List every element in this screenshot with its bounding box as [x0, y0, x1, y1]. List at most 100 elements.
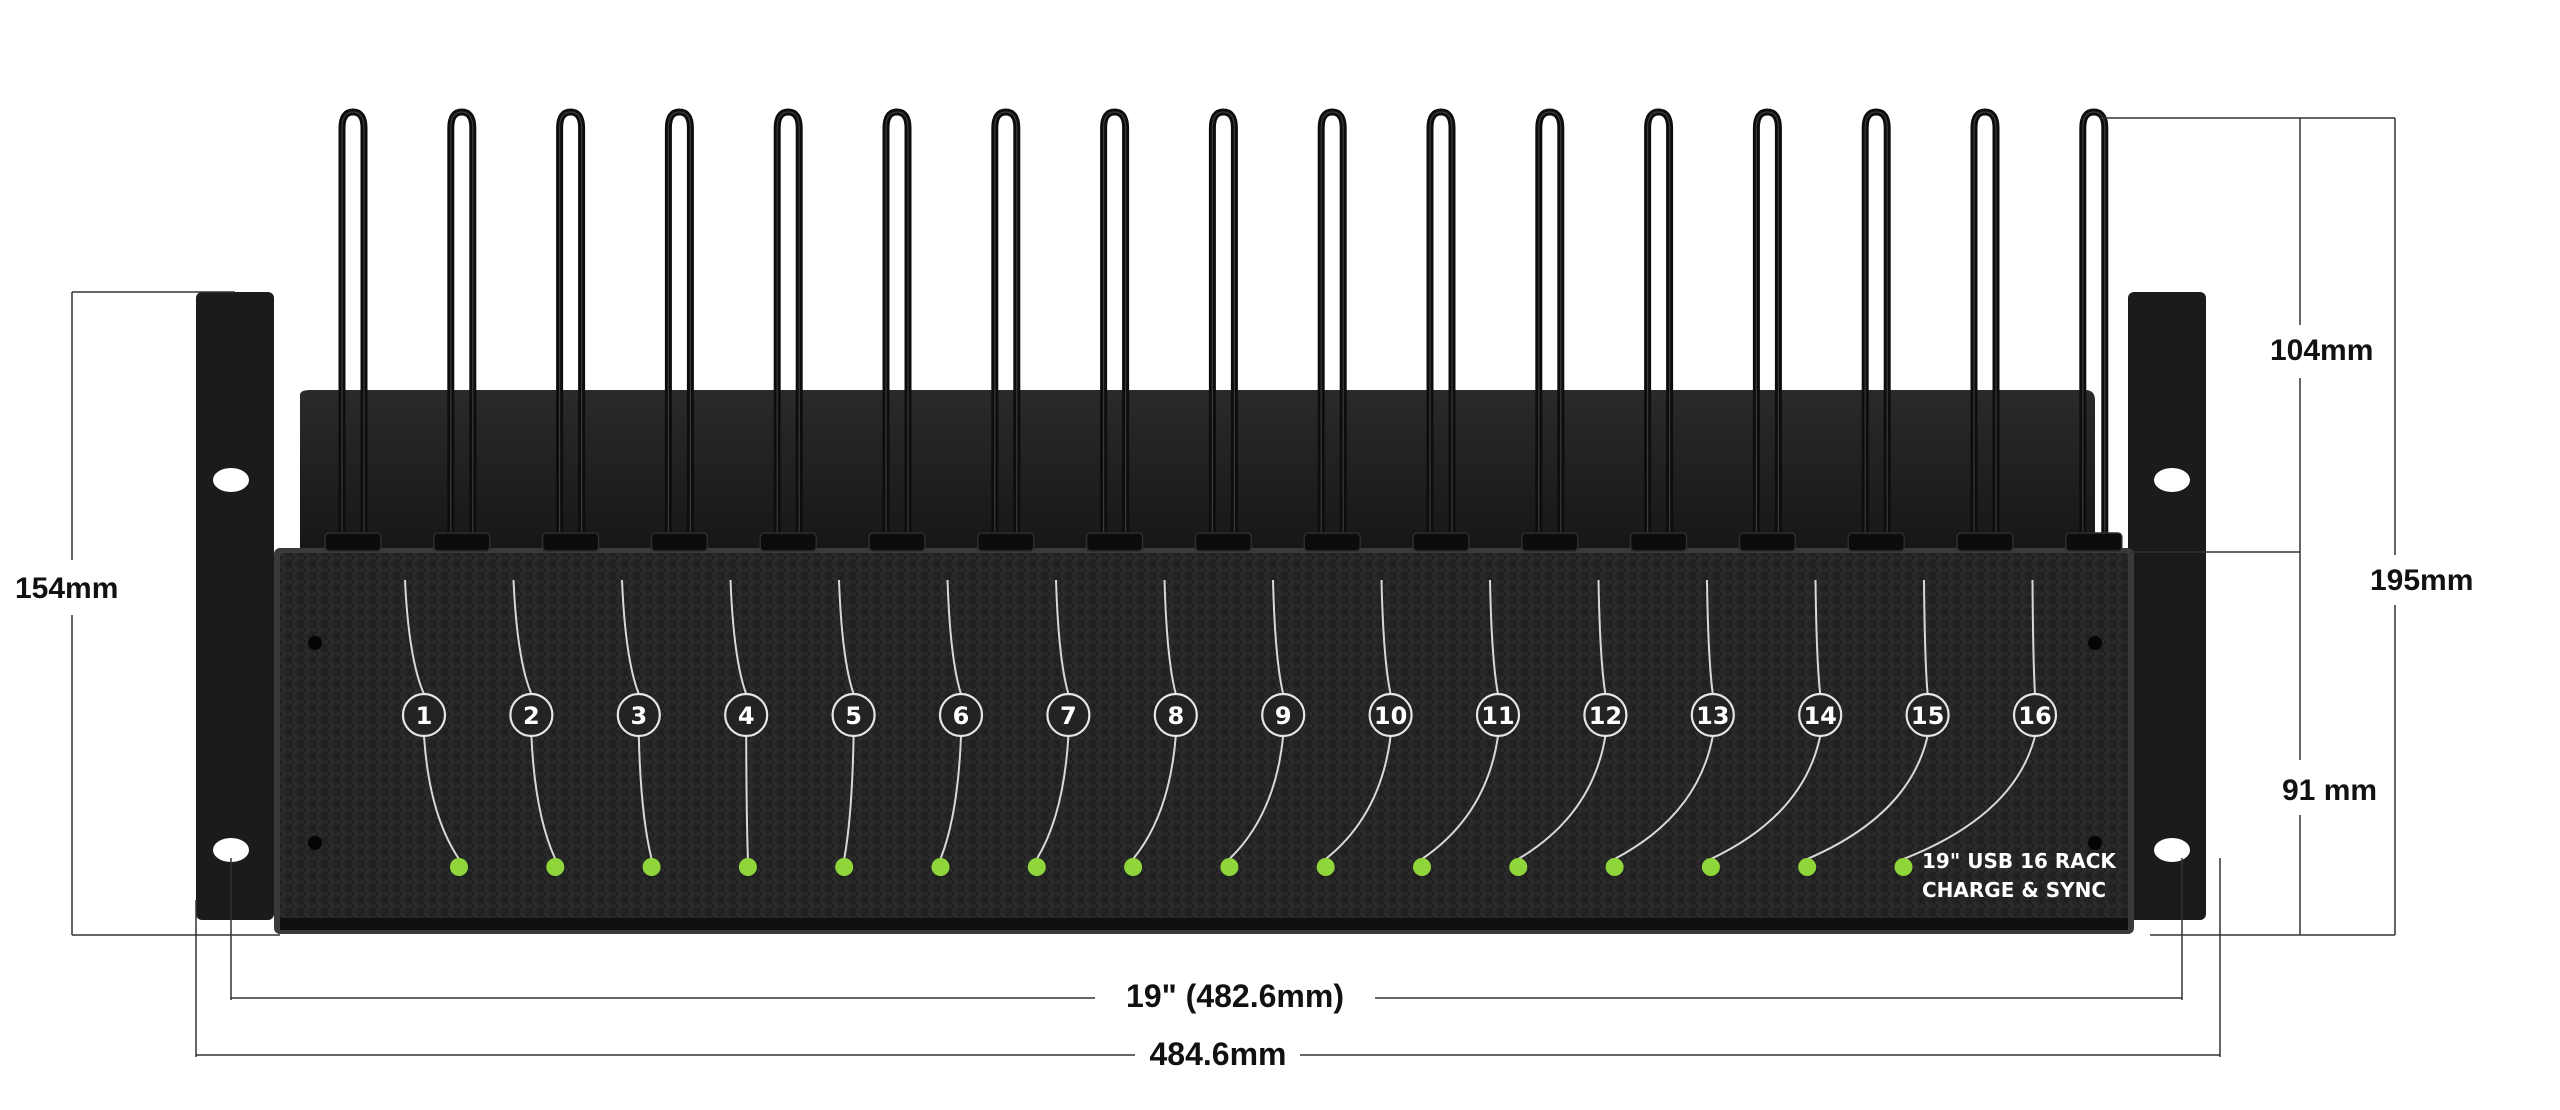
port-guide-line: [745, 735, 749, 860]
port-guide-line: [637, 735, 653, 860]
cable-highlight: [776, 111, 800, 540]
port-number: 13: [1696, 702, 1729, 730]
right-ear-hole-top: [2154, 468, 2190, 492]
cable-highlight: [885, 111, 909, 540]
port-number: 16: [2018, 702, 2051, 730]
usb-connector: [1629, 532, 1688, 552]
port-guide-line: [729, 579, 748, 695]
dim-total-height: 195mm: [2370, 564, 2473, 597]
port-number: 12: [1589, 702, 1622, 730]
usb-connector: [1521, 532, 1579, 552]
cable-highlight: [559, 111, 583, 540]
usb-connector: [1194, 532, 1253, 552]
usb-connector: [868, 532, 926, 552]
port-guide-line: [1272, 579, 1285, 695]
cable-highlight: [450, 111, 474, 540]
left-ear-hole-top: [213, 468, 249, 492]
usb-connector: [1738, 532, 1797, 552]
port-status-led: [1509, 858, 1528, 876]
port-guide-line: [1614, 735, 1714, 860]
cable-highlight: [667, 111, 691, 540]
port-status-led: [1798, 858, 1817, 876]
usb-connector: [433, 532, 491, 552]
port-guide-line: [1380, 579, 1392, 695]
port-guide-line: [1814, 579, 1822, 695]
port-guide-line: [1325, 735, 1392, 860]
dim-top-right: 104mm: [2270, 334, 2373, 367]
port-number: 9: [1275, 702, 1292, 730]
usb-connector: [2065, 532, 2123, 552]
port-number-badge: [1046, 692, 1091, 738]
port-number-badge: [401, 692, 447, 738]
port-guide-line: [1132, 735, 1177, 860]
usb-connector: [1085, 532, 1144, 552]
port-number: 14: [1803, 702, 1836, 730]
screw-top-right: [2088, 636, 2102, 650]
usb-connector: [1956, 532, 2014, 552]
cable-highlight: [1429, 111, 1453, 540]
cable-highlight: [2082, 111, 2106, 540]
port-status-led: [1701, 858, 1720, 876]
cable-highlight: [1320, 111, 1344, 540]
cable-highlight: [1755, 111, 1779, 540]
port-guide-line: [530, 735, 557, 860]
cable-highlight: [994, 111, 1018, 540]
port-number-badge: [2012, 692, 2058, 738]
dim-left-height: 154mm: [15, 572, 118, 605]
port-guide-line: [404, 579, 425, 695]
port-number: 4: [738, 702, 755, 730]
port-guide-line: [939, 735, 962, 860]
cable-highlight: [1973, 111, 1997, 540]
dim-rack-width: 19" (482.6mm): [1126, 978, 1344, 1014]
port-number: 15: [1911, 702, 1944, 730]
cable-loops: [338, 108, 2109, 540]
port-guide-line: [1706, 579, 1714, 695]
port-guide-line: [423, 735, 460, 860]
port-guide-line: [1903, 735, 2036, 860]
port-status-led: [546, 858, 565, 876]
port-guide-line: [843, 735, 855, 860]
port-guide-line: [1055, 579, 1070, 695]
port-status-led: [738, 858, 757, 876]
cable-highlight: [1103, 111, 1127, 540]
port-number: 10: [1374, 702, 1407, 730]
port-number-badge: [1261, 692, 1306, 738]
cable-highlight: [1647, 111, 1671, 540]
port-number-badge: [1690, 692, 1735, 738]
cable-highlight: [1211, 111, 1235, 540]
port-status-led: [1894, 858, 1913, 876]
left-rack-ear: [196, 292, 274, 920]
port-guide-line: [512, 579, 533, 695]
port-number-badge: [1475, 692, 1521, 738]
dimension-lines: [71, 117, 2396, 1057]
port-number-badge: [1905, 692, 1950, 738]
port-number-badge: [831, 692, 876, 738]
port-number-badge: [1798, 692, 1843, 738]
product-label-line1: 19" USB 16 RACK: [1922, 849, 2117, 873]
port-status-led: [1124, 858, 1143, 876]
port-status-led: [1316, 858, 1335, 876]
port-status-led: [450, 858, 468, 876]
port-guide-line: [2031, 579, 2036, 695]
port-number: 2: [523, 702, 540, 730]
port-status-led: [835, 858, 854, 876]
port-guide-line: [838, 579, 855, 695]
port-number-badge: [616, 692, 661, 738]
port-number-badge: [1368, 692, 1413, 738]
port-number: 8: [1167, 702, 1184, 730]
port-status-led: [1413, 858, 1431, 876]
screw-top-left: [308, 636, 322, 650]
port-number: 1: [416, 702, 433, 730]
right-rack-ear: [2128, 292, 2206, 920]
port-guide-line: [1597, 579, 1607, 695]
usb-connector: [541, 532, 600, 552]
port-number: 3: [630, 702, 647, 730]
port-guide-line: [1489, 579, 1499, 695]
usb-connector-strip: [324, 532, 2123, 552]
port-number-badge: [724, 692, 769, 738]
cable-highlight: [1538, 111, 1562, 540]
dim-overall-width: 484.6mm: [1150, 1036, 1287, 1072]
port-guide-line: [1806, 735, 1929, 860]
usb-connector: [1847, 532, 1905, 552]
